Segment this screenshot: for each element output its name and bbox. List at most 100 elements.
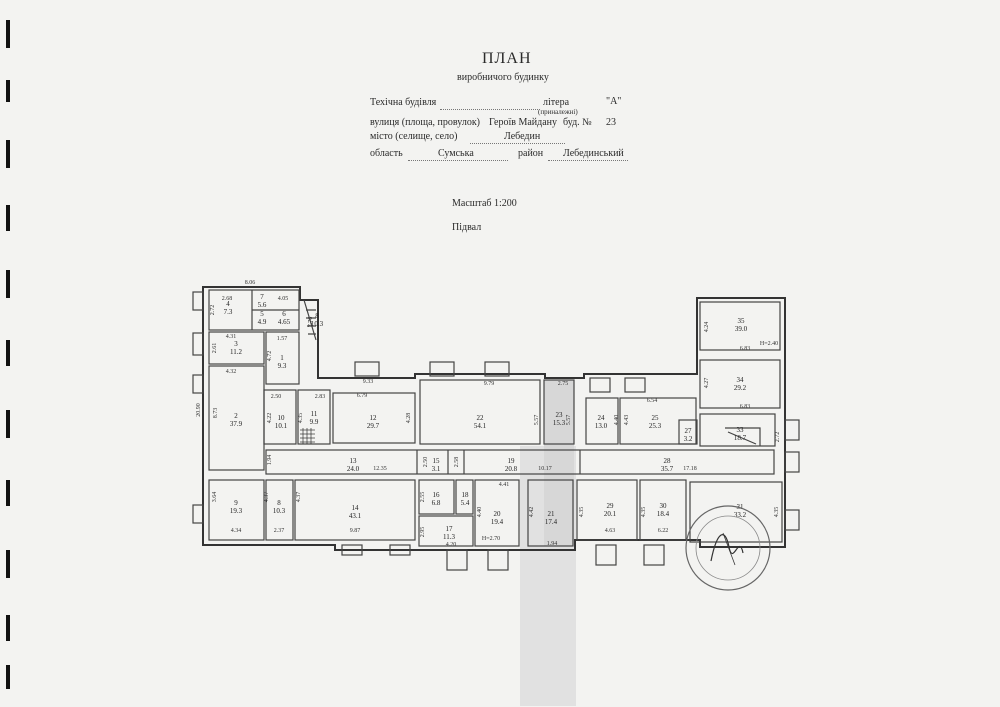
- dimension-label: H=2.70: [482, 536, 500, 542]
- dimension-label: 9.33: [363, 379, 374, 385]
- room-14-outline: [294, 479, 416, 541]
- binding-mark: [6, 270, 10, 298]
- room-12-outline: [332, 392, 416, 444]
- binding-mark: [6, 205, 10, 231]
- room-number: 11: [311, 410, 318, 418]
- dimension-label: 2.75: [558, 381, 569, 387]
- dimension-label: 10.17: [538, 466, 552, 472]
- signature-mark: [710, 534, 744, 562]
- room-number: 9: [234, 499, 238, 507]
- region-value: Сумська: [438, 148, 474, 159]
- room-number: 28: [664, 457, 672, 465]
- binding-mark: [6, 550, 10, 578]
- room-area: 5.6: [258, 301, 267, 309]
- room-number: 18: [462, 491, 470, 499]
- room-number: 14: [352, 504, 360, 512]
- dimension-label: 4.34: [231, 528, 242, 534]
- dimension-label: 4.22: [267, 413, 273, 424]
- room-area: 4.65: [278, 318, 291, 326]
- room-number: 33: [737, 426, 745, 434]
- room-8b-outline: [265, 479, 294, 541]
- room-11-outline: [297, 389, 331, 445]
- staircase-east: [725, 427, 761, 446]
- room-16-outline: [418, 479, 455, 515]
- dimension-label: 12.35: [373, 466, 387, 472]
- dimension-label: 1.94: [547, 541, 558, 547]
- room-number: 13: [350, 457, 358, 465]
- room-number: 16: [433, 491, 441, 499]
- dimension-label: 2.72: [775, 432, 781, 443]
- room-area: 37.9: [230, 420, 243, 428]
- dimension-label: 4.63: [605, 528, 616, 534]
- dimension-label: 4.37: [264, 492, 270, 503]
- district-label: район: [518, 148, 544, 159]
- binding-mark: [6, 140, 10, 168]
- room-29-outline: [576, 479, 638, 541]
- building-type-label: Техічна будівля: [370, 97, 437, 108]
- floor-label: Підвал: [452, 222, 482, 233]
- official-stamp: [685, 505, 771, 591]
- dimension-label: 2.55: [420, 492, 426, 503]
- room-area: 4.9: [258, 318, 267, 326]
- room-9-outline: [208, 479, 265, 541]
- room-area: 7.3: [224, 308, 233, 316]
- room-area: 25.3: [649, 422, 662, 430]
- dimension-label: 9.79: [484, 381, 495, 387]
- plan-title: ПЛАН: [482, 50, 532, 67]
- dimension-label: 4.42: [529, 507, 535, 518]
- dimension-label: 6.54: [647, 398, 658, 404]
- room-number: 12: [370, 414, 378, 422]
- binding-mark: [6, 665, 10, 689]
- room-number: 1: [280, 354, 284, 362]
- dimension-label: 8.06: [245, 280, 256, 286]
- dimension-label: 4.35: [579, 507, 585, 518]
- room-area: 33.2: [734, 511, 747, 519]
- dimension-label: 4.40: [614, 415, 620, 426]
- dimension-label: 2.37: [274, 528, 285, 534]
- room-area: 29.7: [367, 422, 380, 430]
- dimension-label: 4.05: [278, 296, 289, 302]
- dimension-label: 6.83: [740, 404, 751, 410]
- room-number: 22: [477, 414, 485, 422]
- binding-mark: [6, 340, 10, 366]
- dimension-label: 4.20: [446, 542, 457, 548]
- dimension-label: 2.68: [222, 296, 233, 302]
- room-10-outline: [263, 389, 297, 445]
- dimension-label: 2.61: [212, 343, 218, 354]
- dimension-label: 6.22: [658, 528, 669, 534]
- room-number: 15: [433, 457, 441, 465]
- room-number: 7: [260, 293, 264, 301]
- room-34-outline: [699, 359, 781, 409]
- dimension-label: 4.72: [267, 351, 273, 362]
- dimension-label: 2.58: [454, 457, 460, 468]
- dimension-label: 9.87: [350, 528, 361, 534]
- corridor-outline: [265, 449, 775, 475]
- room-number: 30: [660, 502, 668, 510]
- room-number: 24: [598, 414, 606, 422]
- room-23-shading: [544, 380, 574, 546]
- street-label: вулиця (площа, провулок): [370, 117, 481, 128]
- room-21-outline: [527, 479, 574, 547]
- dimension-label: 4.24: [704, 322, 710, 333]
- room-area: 19.4: [491, 518, 504, 526]
- city-value: Лебедин: [504, 131, 541, 142]
- region-label: область: [370, 148, 403, 159]
- room-31-outline: [689, 481, 783, 543]
- room-number: 2: [234, 412, 238, 420]
- room-30-outline: [639, 479, 687, 541]
- room-number: 17: [446, 525, 454, 533]
- room-25-outline: [619, 397, 697, 445]
- room-area: 35.7: [661, 465, 674, 473]
- dimension-label: 4.28: [406, 413, 412, 424]
- room-20-outline: [474, 479, 520, 547]
- room-1-outline: [265, 331, 300, 385]
- room-area: 18.4: [657, 510, 670, 518]
- room-area: 9.3: [278, 362, 287, 370]
- letter-note: (приналежні): [538, 108, 578, 116]
- dimension-label: 1.94: [267, 455, 273, 466]
- room-area: 39.0: [735, 325, 748, 333]
- dimension-label: 5.57: [534, 415, 540, 426]
- room-number: 6: [282, 310, 286, 318]
- room-area: 43.1: [349, 512, 362, 520]
- room-number: 3: [234, 340, 238, 348]
